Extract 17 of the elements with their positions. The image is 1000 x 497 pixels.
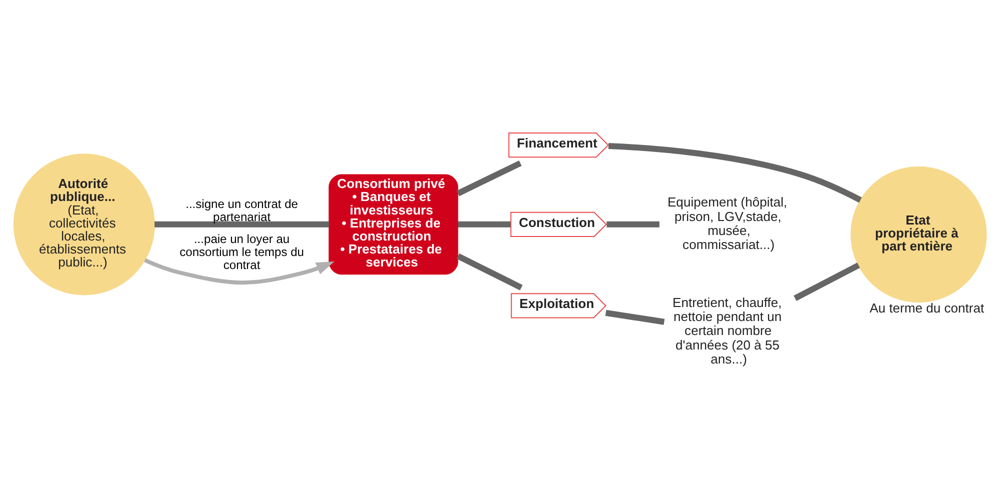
connector [608,142,862,202]
node-label: Au terme du contrat [870,300,984,315]
connector [606,220,660,227]
connector [456,252,523,290]
connector [456,160,522,196]
node-circle: Etat propriétaire à part entière [850,166,987,302]
edge-label: ...paie un loyer au consortium le temps du contrat [180,232,304,272]
arrow [144,258,334,284]
connector [605,309,665,324]
node-circle: Autorité publique... (Etat, collectivités locales, établissements public...) [13,153,155,295]
connector [794,262,860,300]
connector [154,220,330,227]
node-text: Entretient, chauffe, nettoie pendant un certain nombre d'années (20 à 55 ans...) [672,294,782,366]
node-text: Equipement (hôpital, prison, LGV,stade, musée, commissariat...) [667,194,788,252]
edge-label: ...signe un contrat de partenariat [186,196,298,224]
connector [458,220,511,227]
node-box: Consortium privé • Banques et investisseurs • Entreprises de construction • Prestataires de services [328,174,458,274]
